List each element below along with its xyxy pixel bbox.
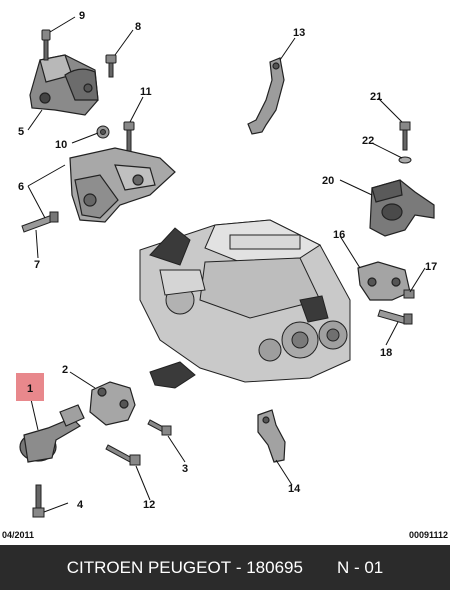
- part-4-bolt: [32, 484, 45, 518]
- callout-9: 9: [79, 10, 85, 22]
- exploded-parts-diagram: 9 8 11 10 5 6 7 13 21 22 20 16 17 18 1 2…: [16, 10, 437, 518]
- callout-labels: 9 8 11 10 5 6 7 13 21 22 20 16 17 18 1 2…: [18, 10, 437, 511]
- callout-21: 21: [370, 91, 382, 103]
- part-16-bracket: [357, 261, 411, 301]
- callout-6: 6: [18, 181, 24, 193]
- callout-10: 10: [55, 139, 67, 151]
- part-12-bolt: [105, 444, 141, 466]
- part-17-bolt: [403, 289, 415, 299]
- part-1-lower-torque-rod: [19, 404, 85, 463]
- callout-14: 14: [288, 483, 301, 495]
- footer-part-number: 180695: [246, 557, 303, 577]
- footer-bar: CITROEN PEUGEOT - 180695 N - 01: [0, 545, 450, 590]
- callout-3: 3: [182, 463, 188, 475]
- part-2-bracket: [89, 381, 136, 426]
- part-3-bolt: [147, 419, 172, 436]
- callout-17: 17: [425, 261, 437, 273]
- callout-11: 11: [140, 86, 152, 98]
- callout-13: 13: [293, 27, 305, 39]
- part-7-stud: [21, 211, 59, 233]
- part-1-highlight: [16, 373, 44, 401]
- reference-code: 00091112: [408, 530, 448, 540]
- part-9-bolt: [41, 29, 51, 61]
- callout-18: 18: [380, 347, 392, 359]
- callout-2: 2: [62, 364, 68, 376]
- part-13-bracket: [247, 57, 285, 135]
- part-5-mount: [29, 54, 99, 116]
- part-22-washer: [398, 156, 412, 164]
- part-10-nut: [96, 125, 110, 139]
- part-14-bracket: [257, 409, 286, 463]
- date-code: 04/2011: [2, 530, 35, 540]
- engine-block: [139, 219, 351, 389]
- part-18-stud: [377, 309, 413, 325]
- callout-16: 16: [333, 229, 345, 241]
- footer-page: N - 01: [336, 557, 384, 577]
- callout-22: 22: [362, 135, 374, 147]
- callout-12: 12: [143, 499, 155, 511]
- part-20-mount: [369, 179, 435, 237]
- part-6-bracket: [69, 147, 176, 223]
- part-8-bolt: [105, 54, 117, 78]
- callout-7: 7: [34, 259, 40, 271]
- footer-separator: -: [231, 557, 247, 577]
- footer-brand: CITROEN PEUGEOT: [66, 557, 232, 577]
- callout-8: 8: [135, 21, 141, 33]
- callout-20: 20: [322, 175, 334, 187]
- callout-1: 1: [27, 383, 33, 395]
- callout-5: 5: [18, 126, 24, 138]
- part-21-bolt: [399, 121, 411, 151]
- callout-4: 4: [77, 499, 84, 511]
